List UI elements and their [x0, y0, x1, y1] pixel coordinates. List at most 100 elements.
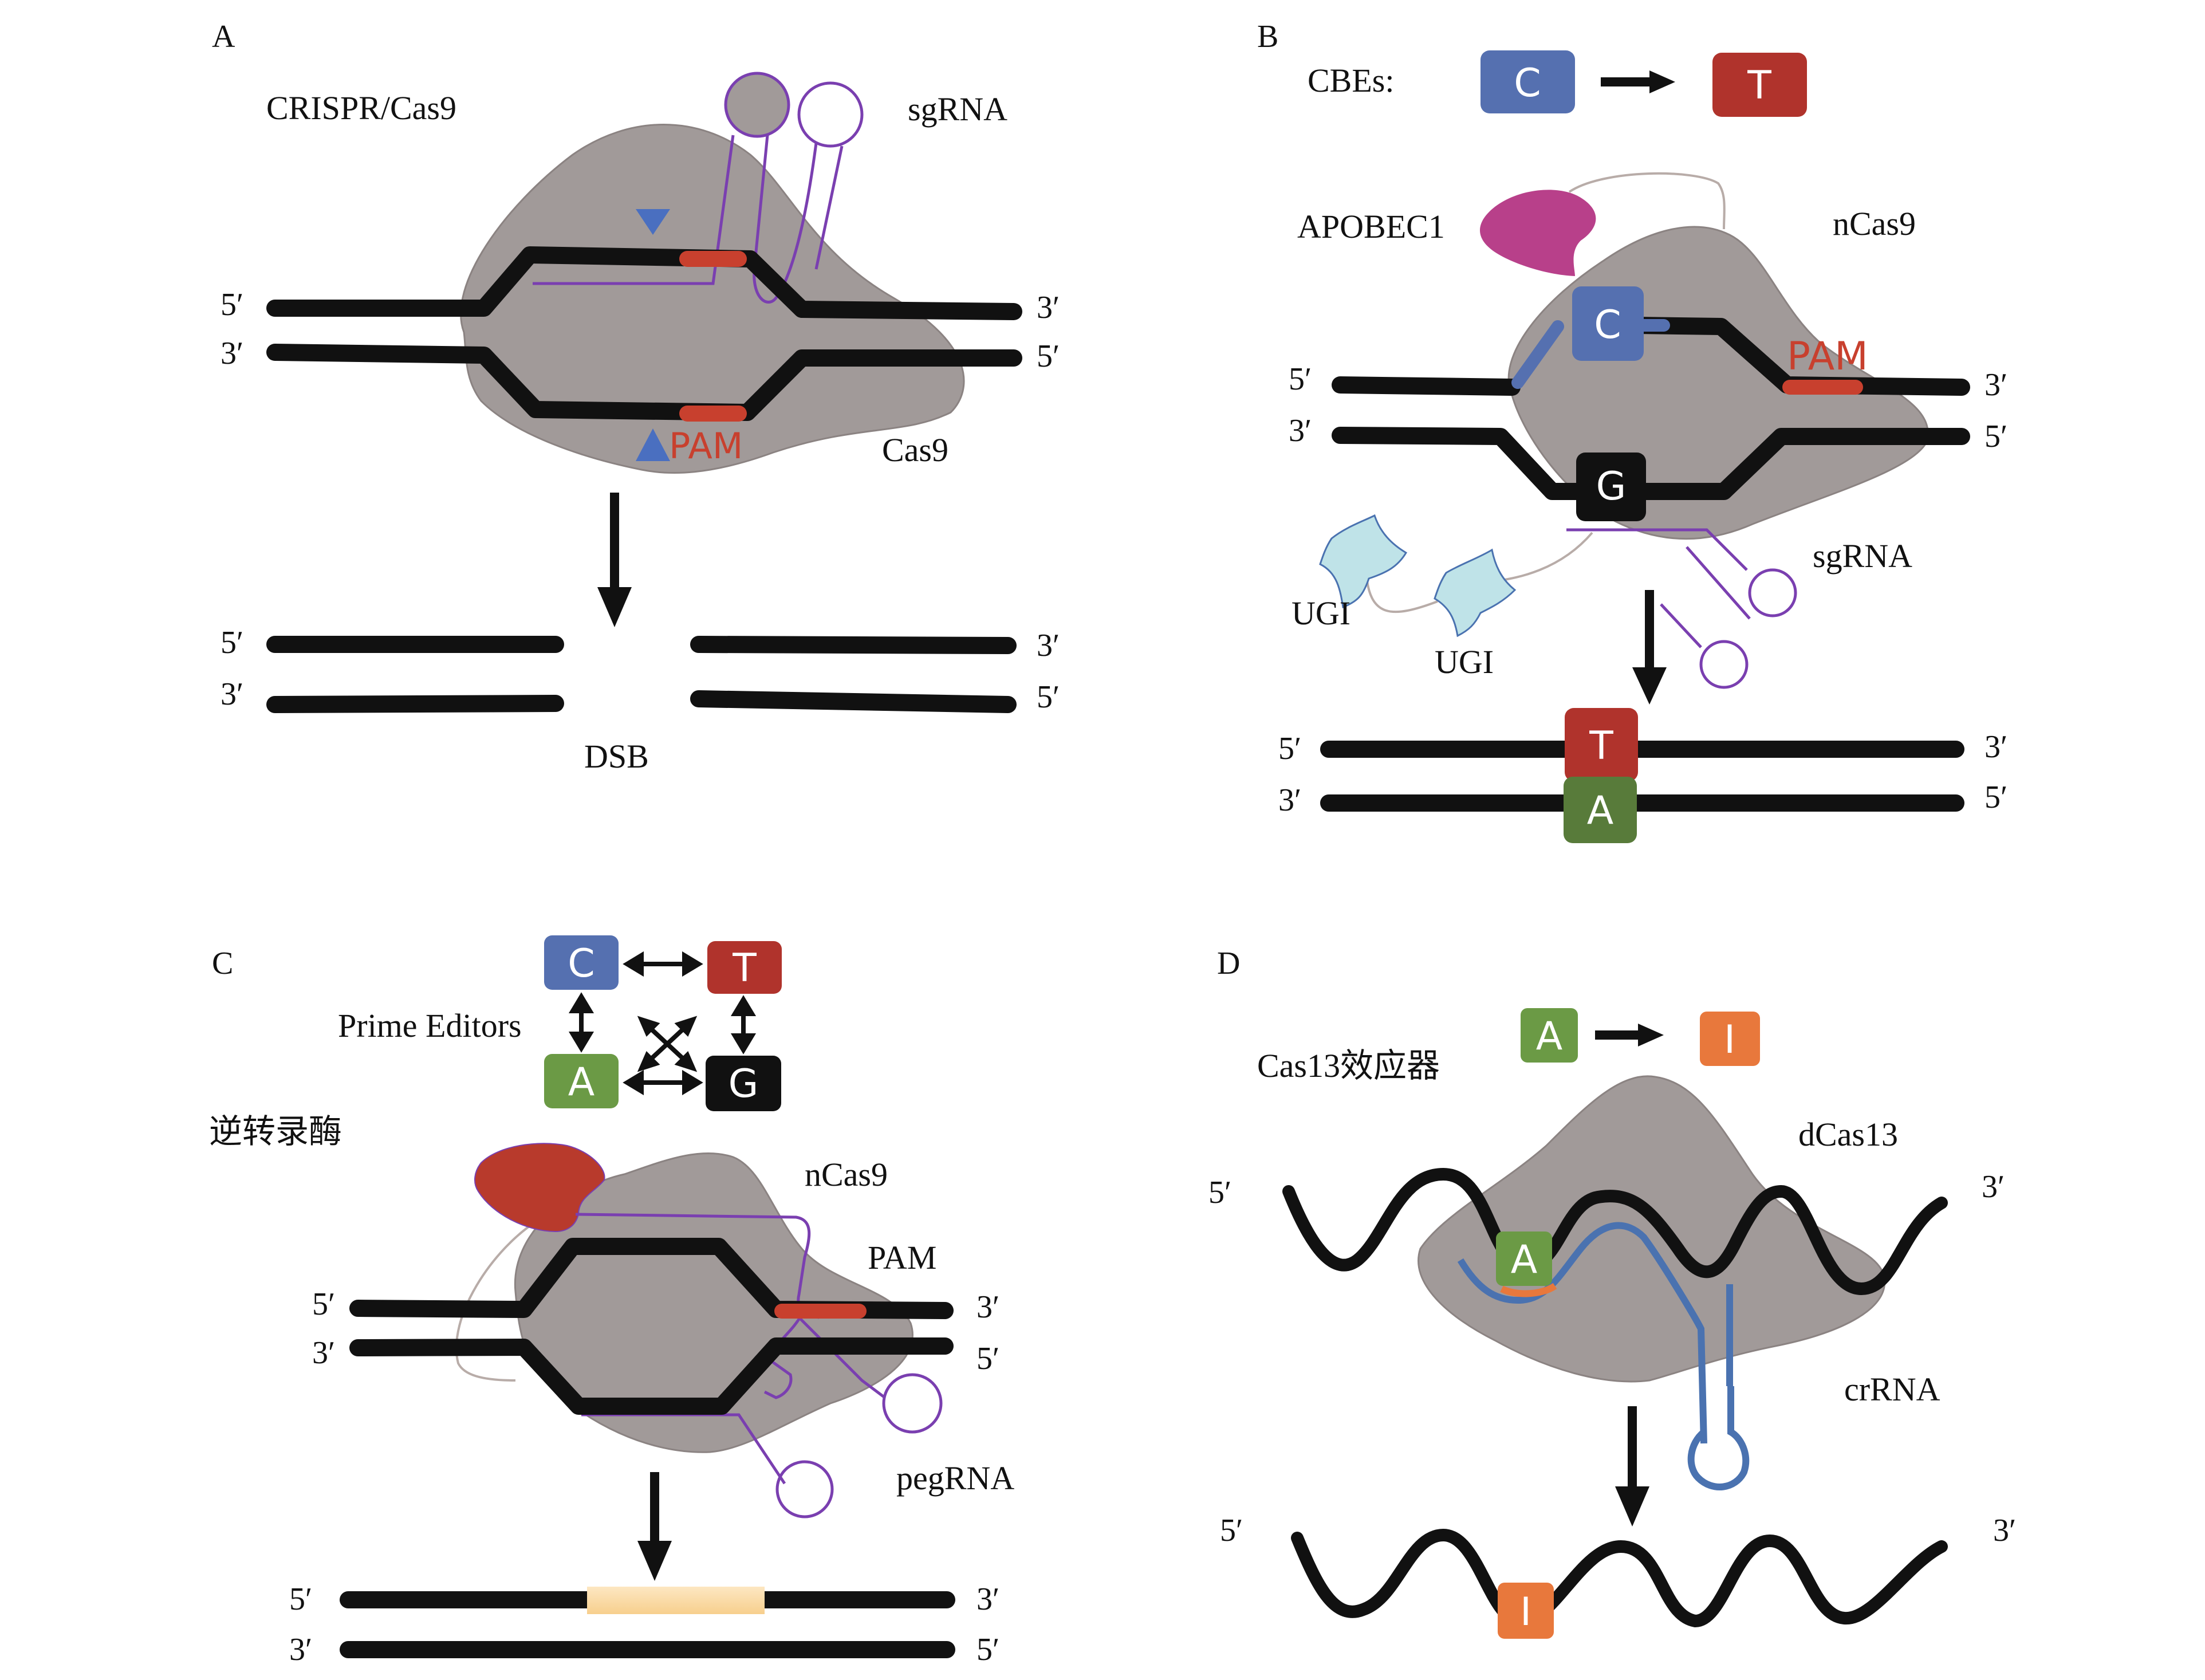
- end-label: 5′: [312, 1286, 335, 1322]
- base-t-letter: T: [1747, 63, 1771, 108]
- base-letter: C: [1594, 302, 1621, 348]
- base-letter: C: [568, 941, 594, 986]
- base-i-box-result: [1498, 1583, 1554, 1639]
- end-label: 3′: [1993, 1513, 2016, 1548]
- base-c-box: [1480, 50, 1575, 113]
- crrna-label: crRNA: [1844, 1371, 1940, 1408]
- end-label: 5′: [1037, 679, 1060, 715]
- dna-upper-strand-b2: [1629, 317, 1970, 396]
- panel-c-label: C: [212, 946, 233, 981]
- base-c-box-bound: [1572, 286, 1644, 361]
- base-letter: I: [1520, 1589, 1531, 1635]
- pegrna-label: pegRNA: [896, 1459, 1014, 1497]
- dcas13-label: dCas13: [1798, 1116, 1898, 1153]
- base-letter: G: [1596, 464, 1627, 509]
- end-label: 5′: [1289, 361, 1312, 397]
- end-label: 3′: [312, 1335, 335, 1371]
- arrow-head-c: [637, 1541, 672, 1581]
- base-letter: T: [1589, 723, 1613, 769]
- conversion-arrow-head-b: [1649, 70, 1675, 93]
- ncas9-label-b: nCas9: [1833, 205, 1916, 242]
- grid-base-t: [707, 941, 782, 994]
- arrow-head-d: [1615, 1486, 1649, 1526]
- crrna-strand: [1457, 1222, 1707, 1444]
- linker: [1494, 532, 1593, 583]
- panel-b: B CBEs: C T APOBEC1 nCas9 PAM C G 5′ 3′ …: [1257, 19, 2007, 843]
- dsb-fragment: [266, 695, 564, 713]
- base-t-box: [1712, 53, 1807, 117]
- arrow-head-b: [1632, 667, 1667, 705]
- base-g-box: [1576, 453, 1646, 521]
- panel-a: A CRISPR/Cas9 sgRNA PAM Cas9 5′ 3′ 3′ 5′: [212, 19, 1060, 775]
- grid-base-g: [706, 1056, 781, 1111]
- panel-a-label: A: [212, 19, 235, 54]
- end-label: 3′: [1037, 628, 1060, 663]
- cut-site-upper-icon: [636, 209, 670, 235]
- dsb-fragment: [690, 690, 1017, 713]
- rna-strand-top: [1282, 1167, 1948, 1296]
- panel-d-label: D: [1217, 946, 1240, 981]
- panel-b-label: B: [1257, 19, 1278, 54]
- base-letter: I: [1724, 1017, 1735, 1063]
- base-letter: A: [568, 1060, 595, 1105]
- apobec1-protein: [1479, 190, 1596, 276]
- end-label: 3′: [220, 676, 243, 712]
- ugi-label: UGI: [1292, 595, 1350, 632]
- panel-a-title: CRISPR/Cas9: [266, 89, 456, 127]
- sgrna-b: [1566, 528, 1797, 689]
- end-label: 5′: [976, 1341, 999, 1376]
- base-letter: T: [732, 946, 757, 991]
- base-letter: G: [729, 1061, 759, 1107]
- end-label: 5′: [976, 1632, 999, 1667]
- base-i-box-d: [1700, 1012, 1760, 1066]
- base-a-box-bound: [1496, 1232, 1552, 1286]
- ssdna-c-strand: [1511, 320, 1564, 389]
- dna-lower-strand-a: [266, 344, 1022, 421]
- crrna-loop: [1687, 1386, 1750, 1490]
- cas13-effector-label: Cas13效应器: [1257, 1047, 1440, 1084]
- rt-label: 逆转录酶: [209, 1113, 342, 1150]
- cas9-protein: [460, 124, 965, 474]
- ncas9-label-c: nCas9: [805, 1156, 888, 1193]
- dna-upper-strand-a: [266, 246, 1022, 320]
- panel-d: D A I Cas13效应器 dCas13 crRNA A 5′ 3′ I 5′…: [1208, 946, 2016, 1639]
- pam-label-c: PAM: [868, 1239, 936, 1276]
- end-label: 3′: [976, 1581, 999, 1617]
- base-letter: A: [1587, 788, 1614, 833]
- dsb-fragment: [690, 636, 1017, 654]
- dna-lower-strand-c: [349, 1337, 954, 1415]
- ncas9-protein-c: [514, 1152, 914, 1453]
- end-label: 5′: [220, 287, 243, 322]
- grid-base-a: [544, 1054, 619, 1108]
- arrow-head-a: [597, 587, 632, 627]
- dna-upper-strand-b: [1332, 376, 1521, 396]
- pam-label-b: PAM: [1787, 334, 1868, 379]
- sgrna-label-b: sgRNA: [1813, 537, 1912, 575]
- end-label: 5′: [289, 1581, 312, 1617]
- end-label: 3′: [1984, 729, 2007, 765]
- grid-base-c: [544, 935, 619, 990]
- end-label: 3′: [1037, 290, 1060, 325]
- base-c-letter: C: [1514, 61, 1541, 106]
- prime-editors-label: Prime Editors: [338, 1007, 522, 1044]
- edited-region: [587, 1587, 765, 1614]
- end-label: 3′: [1278, 782, 1301, 818]
- end-label: 3′: [1982, 1169, 2005, 1205]
- end-label: 3′: [289, 1632, 312, 1667]
- linker: [1568, 172, 1726, 230]
- apobec1-label: APOBEC1: [1297, 208, 1445, 245]
- ugi-label: UGI: [1435, 643, 1494, 680]
- cas9-label: Cas9: [882, 431, 948, 469]
- end-label: 3′: [1984, 367, 2007, 403]
- panel-a-sgrna-label: sgRNA: [908, 91, 1007, 128]
- end-label: 5′: [1220, 1513, 1243, 1548]
- end-label: 5′: [1278, 731, 1301, 766]
- sgrna: [533, 72, 864, 304]
- base-a-box-result: [1564, 777, 1637, 843]
- end-label: 5′: [1984, 780, 2007, 815]
- end-label: 5′: [1984, 419, 2007, 454]
- end-label: 5′: [1208, 1175, 1231, 1210]
- cut-site-lower-icon: [636, 428, 670, 461]
- reverse-transcriptase: [474, 1143, 605, 1233]
- ugi-protein: [1319, 514, 1408, 609]
